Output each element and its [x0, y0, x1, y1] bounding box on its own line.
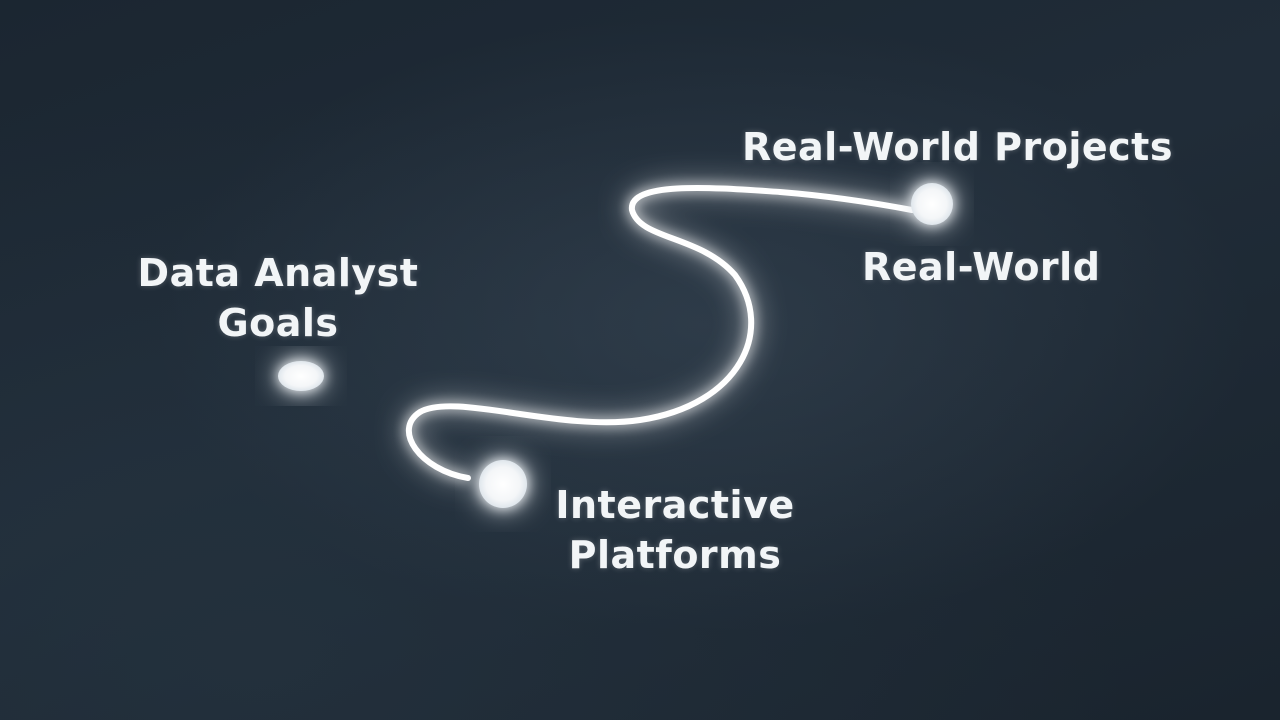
node-dot-projects	[911, 183, 953, 225]
projects-bottom-line-1: Real-World	[862, 245, 1101, 289]
platforms-line-1: Interactive	[555, 483, 795, 527]
goals-line-2: Goals	[217, 301, 339, 345]
node-label-projects-top: Real-World Projects	[742, 122, 1173, 172]
roadmap-path-line	[405, 184, 915, 481]
projects-top-line-1: Real-World Projects	[742, 125, 1173, 169]
node-dot-goals	[278, 361, 324, 391]
node-label-goals: Data Analyst Goals	[118, 248, 438, 348]
platforms-line-2: Platforms	[568, 533, 782, 577]
goals-line-1: Data Analyst	[137, 251, 419, 295]
node-label-projects-bottom: Real-World	[862, 242, 1100, 292]
node-dot-platforms	[479, 460, 527, 508]
node-label-platforms: Interactive Platforms	[540, 480, 810, 580]
